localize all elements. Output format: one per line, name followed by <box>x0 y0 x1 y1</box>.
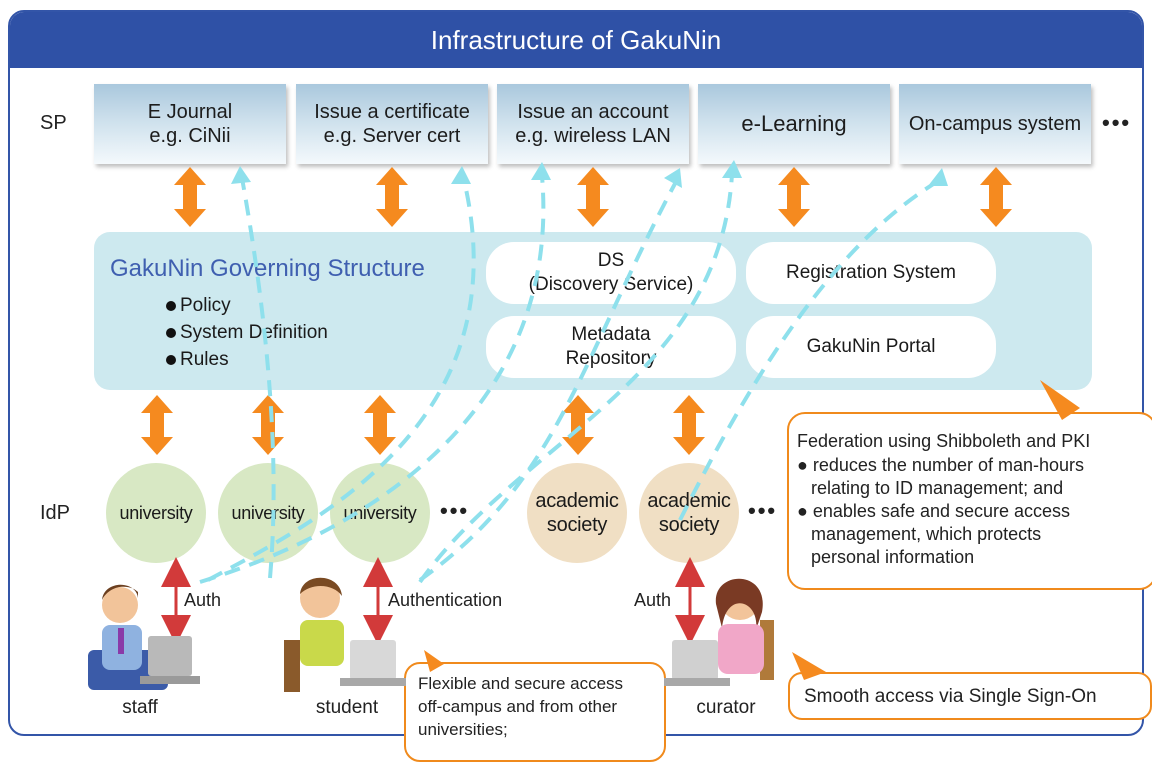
registration-system-pill: Registration System <box>746 242 996 304</box>
sp-box-line2: e.g. wireless LAN <box>515 125 671 147</box>
sp-arrow-3 <box>577 167 609 227</box>
idp-label: university <box>119 503 193 523</box>
sp-box-line1: On-campus system <box>908 113 1082 135</box>
sso-paths <box>199 173 942 584</box>
portal-label: GakuNin Portal <box>806 336 936 357</box>
idp-ellipsis-2: ••• <box>748 498 778 523</box>
person-label-curator: curator <box>696 697 756 718</box>
sp-arrow-4 <box>778 167 810 227</box>
sp-row-label: SP <box>40 112 67 134</box>
staff-illustration <box>88 584 200 690</box>
sso-callout: Smooth access via Single Sign-On <box>788 672 1152 720</box>
sp-box-certificate: Issue a certificate e.g. Server cert <box>296 84 488 164</box>
idp-university-3: university <box>330 463 430 563</box>
idp-label: university <box>343 503 417 523</box>
idp-arrow-4 <box>562 395 594 455</box>
ds-line1: DS <box>597 250 625 271</box>
gakunin-portal-pill: GakuNin Portal <box>746 316 996 378</box>
idp-arrow-3 <box>364 395 396 455</box>
governing-item-policy: Policy <box>166 292 328 319</box>
governing-structure-list: Policy System Definition Rules <box>166 292 328 373</box>
idp-label-line1: academic <box>647 490 731 512</box>
metadata-line2: Repository <box>565 348 657 369</box>
idp-label-line2: society <box>658 514 720 536</box>
idp-academic-society-1: academic society <box>527 463 627 563</box>
idp-row-label: IdP <box>40 502 71 524</box>
metadata-repository-pill: Metadata Repository <box>486 316 736 378</box>
governing-structure-title: GakuNin Governing Structure <box>110 255 425 282</box>
auth-label-student: Authentication <box>388 590 503 610</box>
sp-box-on-campus: On-campus system <box>899 84 1091 164</box>
federation-callout: Federation using Shibboleth and PKI ● re… <box>787 412 1152 590</box>
idp-arrow-5 <box>673 395 705 455</box>
ds-line2: (Discovery Service) <box>528 274 694 295</box>
registration-label: Registration System <box>785 262 956 283</box>
person-label-student: student <box>315 697 379 718</box>
idp-academic-society-2: academic society <box>639 463 739 563</box>
auth-label-curator: Auth <box>634 590 672 610</box>
idp-university-1: university <box>106 463 206 563</box>
flexible-callout-pointer <box>424 650 444 672</box>
federation-heading: Federation using Shibboleth and PKI <box>797 431 1091 451</box>
sp-box-line1: E Journal <box>147 101 233 123</box>
metadata-line1: Metadata <box>571 324 651 345</box>
idp-arrow-2 <box>252 395 284 455</box>
federation-callout-pointer <box>1040 380 1080 420</box>
idp-label-line1: academic <box>535 490 619 512</box>
idp-arrow-1 <box>141 395 173 455</box>
auth-label-staff: Auth <box>184 590 222 610</box>
federation-bullet-2: ● enables safe and secure access managem… <box>797 501 1071 567</box>
sp-arrow-5 <box>980 167 1012 227</box>
idp-university-2: university <box>218 463 318 563</box>
sp-box-e-learning: e-Learning <box>698 84 890 164</box>
diagram-title: Infrastructure of GakuNin <box>10 12 1142 68</box>
sp-box-account: Issue an account e.g. wireless LAN <box>497 84 689 164</box>
idp-ellipsis-1: ••• <box>440 498 470 523</box>
federation-bullet-1: ● reduces the number of man-hours relati… <box>797 455 1085 498</box>
student-illustration <box>284 577 406 692</box>
idp-label: university <box>231 503 305 523</box>
governing-item-rules: Rules <box>166 346 328 373</box>
bullet-icon <box>166 327 176 338</box>
sp-box-line2: e.g. CiNii <box>149 125 231 147</box>
sp-box-line1: Issue a certificate <box>314 101 470 123</box>
bullet-icon <box>166 354 176 365</box>
sp-arrow-2 <box>376 167 408 227</box>
sp-box-line2: e.g. Server cert <box>323 125 461 147</box>
sso-text: Smooth access via Single Sign-On <box>804 686 1097 707</box>
bullet-icon <box>166 300 176 311</box>
sp-box-line1: Issue an account <box>517 101 669 123</box>
sp-box-line1: e-Learning <box>741 111 847 136</box>
ds-pill: DS (Discovery Service) <box>486 242 736 304</box>
sp-arrow-1 <box>174 167 206 227</box>
sp-ellipsis: ••• <box>1102 110 1132 135</box>
person-label-staff: staff <box>122 697 158 718</box>
flexible-access-text: Flexible and secure access off-campus an… <box>418 674 624 739</box>
sso-arrowheads <box>231 160 948 188</box>
governing-item-system-definition: System Definition <box>166 319 328 346</box>
sso-callout-pointer <box>792 652 826 680</box>
idp-label-line2: society <box>546 514 608 536</box>
curator-illustration <box>664 578 774 686</box>
sp-box-e-journal: E Journal e.g. CiNii <box>94 84 286 164</box>
